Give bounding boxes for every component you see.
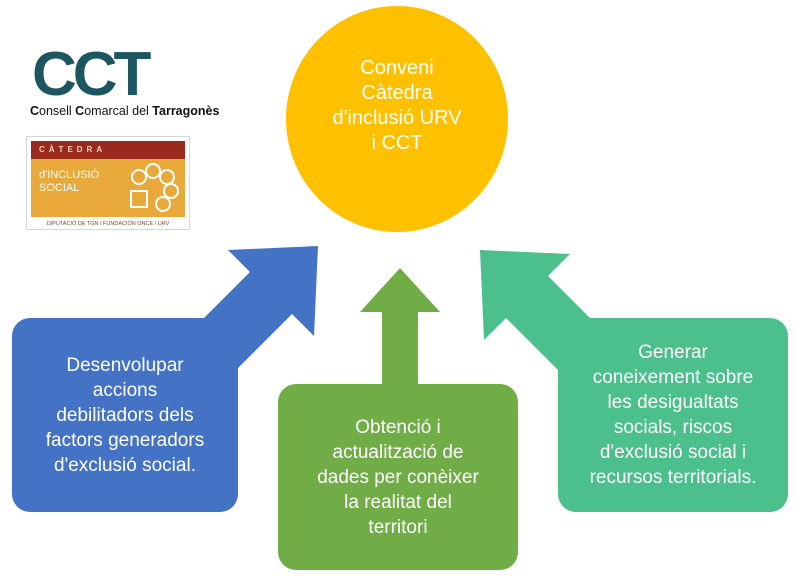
catedra-footer: DIPUTACIÓ DE TGN / FUNDACIÓN ONCE / URV — [46, 221, 170, 227]
left-box: Desenvolupar accions debilitadors dels f… — [12, 318, 238, 512]
catedra-logo: CÀTEDRA d'INCLUSIÓ SOCIAL DIPUTACIÓ DE T… — [26, 136, 190, 230]
right-box-text: Generar coneixement sobre les desigualta… — [589, 342, 757, 488]
middle-arrow — [360, 268, 440, 386]
center-title: Conveni Càtedra d'inclusió URV i CCT — [332, 57, 462, 154]
cct-logo-letters: CCT — [32, 40, 151, 109]
center-circle: Conveni Càtedra d'inclusió URV i CCT — [286, 6, 508, 232]
catedra-band: CÀTEDRA — [31, 141, 185, 159]
middle-box-text: Obtenció i actualització de dades per co… — [317, 416, 479, 538]
catedra-text: d'INCLUSIÓ SOCIAL — [39, 169, 100, 194]
catedra-body: d'INCLUSIÓ SOCIAL — [31, 159, 185, 217]
right-box: Generar coneixement sobre les desigualta… — [558, 318, 788, 512]
cct-logo: CCT Consell Comarcal del Tarragonès — [30, 40, 219, 124]
middle-box: Obtenció i actualització de dades per co… — [278, 384, 518, 570]
left-box-text: Desenvolupar accions debilitadors dels f… — [45, 354, 205, 476]
catedra-symbol-icon — [130, 163, 179, 212]
cct-logo-caption: Consell Comarcal del Tarragonès — [30, 104, 220, 118]
